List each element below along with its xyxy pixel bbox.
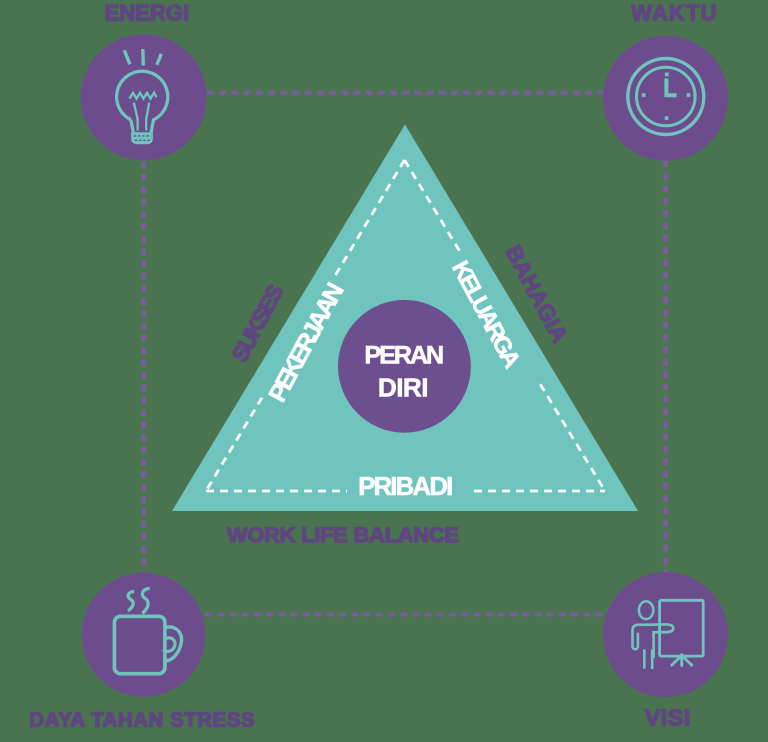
svg-text:DAYA TAHAN STRESS: DAYA TAHAN STRESS — [29, 708, 255, 731]
svg-text:PRIBADI: PRIBADI — [358, 473, 452, 501]
svg-text:ENERGI: ENERGI — [105, 1, 189, 26]
svg-text:DIRI: DIRI — [378, 372, 428, 402]
svg-text:PERAN: PERAN — [364, 341, 442, 369]
svg-text:WAKTU: WAKTU — [631, 1, 718, 26]
svg-text:VISI: VISI — [645, 705, 691, 731]
svg-text:WORK LIFE BALANCE: WORK LIFE BALANCE — [227, 522, 459, 547]
